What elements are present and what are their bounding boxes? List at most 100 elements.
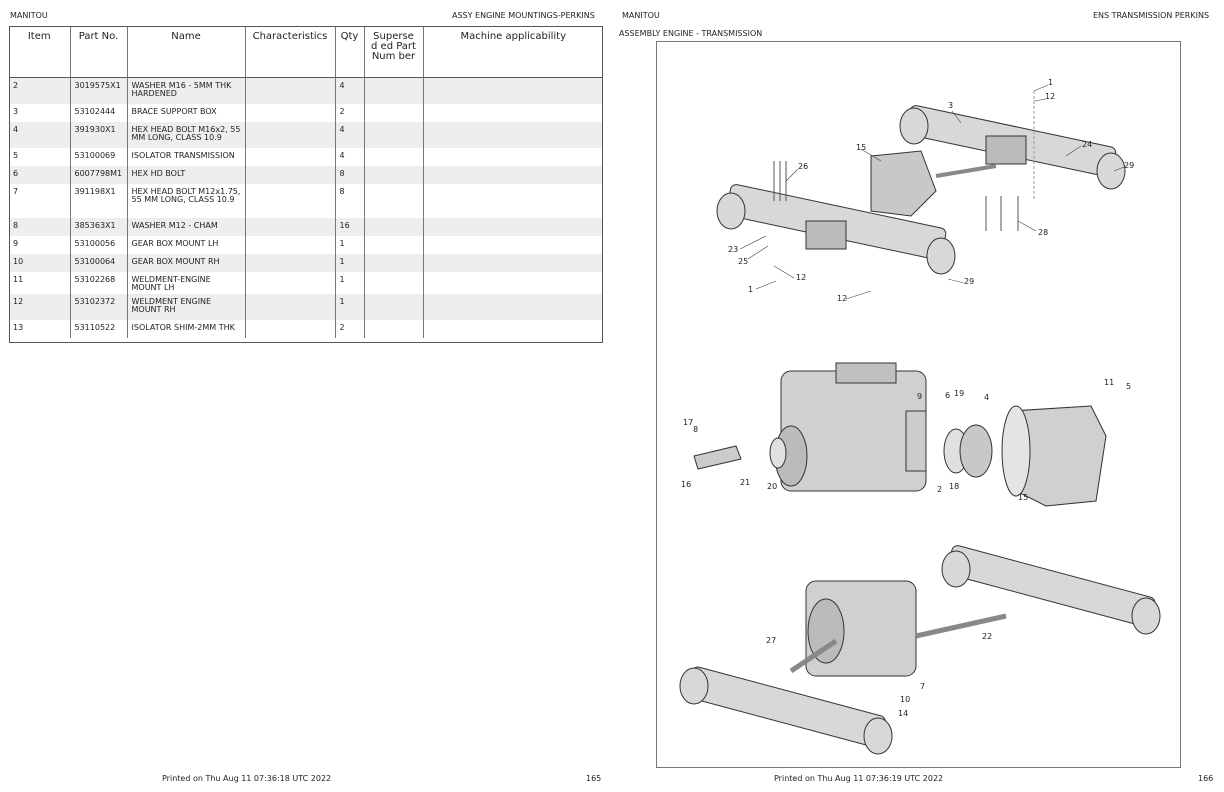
callout-7: 7: [920, 682, 925, 691]
cell-part-no: 6007798M1: [69, 165, 127, 184]
brand-left: MANITOU: [10, 11, 48, 20]
callout-labels: 1 12 3 15 24 29 26 28 23 25 12 1 12 29 1…: [681, 78, 1134, 718]
cell-name: WASHER M12 - CHAM: [126, 217, 245, 236]
cell-applicability: [422, 217, 603, 236]
front-axle-drawing: [716, 184, 956, 275]
cell-item: 12: [9, 293, 70, 320]
drive-shaft-drawing: [693, 445, 742, 470]
cell-item: 5: [13, 150, 19, 160]
cell-item: 6: [9, 165, 70, 184]
cell-item: 4: [9, 121, 70, 148]
callout-12-top: 12: [1045, 92, 1055, 101]
callout-15-mid: 15: [1018, 493, 1028, 502]
cell-qty: 1: [334, 235, 364, 254]
engine-drawing: [774, 362, 927, 492]
cell-characteristics: [244, 319, 335, 338]
cell-superseded: [363, 319, 423, 338]
bottom-rear-axle-drawing: [941, 545, 1161, 635]
cell-applicability: [422, 165, 603, 184]
torque-converter-drawing: [959, 424, 993, 478]
cell-qty: 16: [334, 217, 364, 236]
callout-27: 27: [766, 636, 776, 645]
cell-part-no: 391930X1: [69, 121, 127, 148]
cell-item: 10: [9, 253, 70, 272]
callout-18: 18: [949, 482, 959, 491]
cell-name: HEX HD BOLT: [126, 165, 245, 184]
cell-characteristics: [244, 217, 335, 236]
col-header-item: Item: [9, 26, 70, 78]
cell-superseded: [363, 121, 423, 148]
page-number-right: 166: [1198, 774, 1214, 783]
callout-10: 10: [900, 695, 910, 704]
cell-superseded: [363, 165, 423, 184]
cell-applicability: [422, 319, 603, 338]
cell-part-no: 53100056: [69, 235, 127, 254]
cell-characteristics: [244, 271, 335, 294]
cell-part-no: 3019575X1: [69, 77, 127, 104]
cell-name: WELDMENT ENGINE MOUNT RH: [126, 293, 245, 320]
cell-qty: 4: [334, 147, 364, 166]
cell-item: 7: [13, 186, 19, 196]
callout-29-low: 29: [964, 277, 974, 286]
cell-part-no: 385363X1: [69, 217, 127, 236]
callout-11: 11: [1104, 378, 1114, 387]
cell-name: HEX HEAD BOLT M12x1.75, 55 MM LONG, CLAS…: [126, 183, 245, 218]
cell-part-no: 53100064: [69, 253, 127, 272]
cell-superseded: [363, 147, 423, 166]
cell-applicability: [422, 103, 603, 122]
callout-4: 4: [984, 393, 989, 402]
cell-characteristics: [244, 235, 335, 254]
cell-part-no: 53102268: [69, 271, 127, 294]
cell-name: HEX HEAD BOLT M16x2, 55 MM LONG, CLASS 1…: [126, 121, 245, 148]
callout-24: 24: [1082, 140, 1092, 149]
cell-superseded: [363, 271, 423, 294]
cell-characteristics: [244, 183, 335, 218]
brand-right: MANITOU: [622, 11, 660, 20]
exploded-drawing-frame: [656, 41, 1181, 768]
cell-applicability: [422, 235, 603, 254]
cell-item: 3: [13, 106, 19, 116]
cell-part-no: 53110522: [69, 319, 127, 338]
callout-23: 23: [728, 245, 738, 254]
cell-qty: 1: [334, 271, 364, 294]
cell-part-no: 53102444: [69, 103, 127, 122]
section-title-right: ENS TRANSMISSION PERKINS: [1093, 11, 1210, 20]
callout-28: 28: [1038, 228, 1048, 237]
cell-qty: 4: [334, 121, 364, 148]
callout-5: 5: [1126, 382, 1131, 391]
bottom-front-axle-drawing: [679, 666, 893, 755]
cell-item: 8: [9, 217, 70, 236]
bottom-engine-drawing: [805, 580, 917, 677]
cell-applicability: [422, 147, 603, 166]
col-header-applicability: Machine applicability: [422, 26, 603, 78]
parts-table: Item Part No. Name Characteristics Qty S…: [9, 26, 603, 338]
callout-9: 9: [917, 392, 922, 401]
cell-item: 2: [9, 77, 70, 104]
cell-superseded: [363, 293, 423, 320]
callout-16: 16: [681, 480, 691, 489]
cell-qty: 4: [334, 77, 364, 104]
callout-12-low: 12: [837, 294, 847, 303]
callout-6: 6: [945, 391, 950, 400]
cell-superseded: [363, 217, 423, 236]
cell-applicability: [422, 253, 603, 272]
callout-20: 20: [767, 482, 777, 491]
cell-characteristics: [244, 165, 335, 184]
cell-superseded: [363, 253, 423, 272]
callout-1-mid: 1: [748, 285, 753, 294]
cell-applicability: [422, 121, 603, 148]
cell-characteristics: [244, 121, 335, 148]
cell-qty: 1: [334, 293, 364, 320]
cell-superseded: [363, 103, 423, 122]
cell-part-no: 53100069: [69, 147, 127, 166]
cell-qty: 8: [334, 183, 364, 218]
cell-superseded: [363, 77, 423, 104]
cell-name: BRACE SUPPORT BOX: [126, 103, 245, 122]
cell-name: GEAR BOX MOUNT RH: [126, 253, 245, 272]
cell-name: WASHER M16 - 5MM THK HARDENED: [126, 77, 245, 104]
